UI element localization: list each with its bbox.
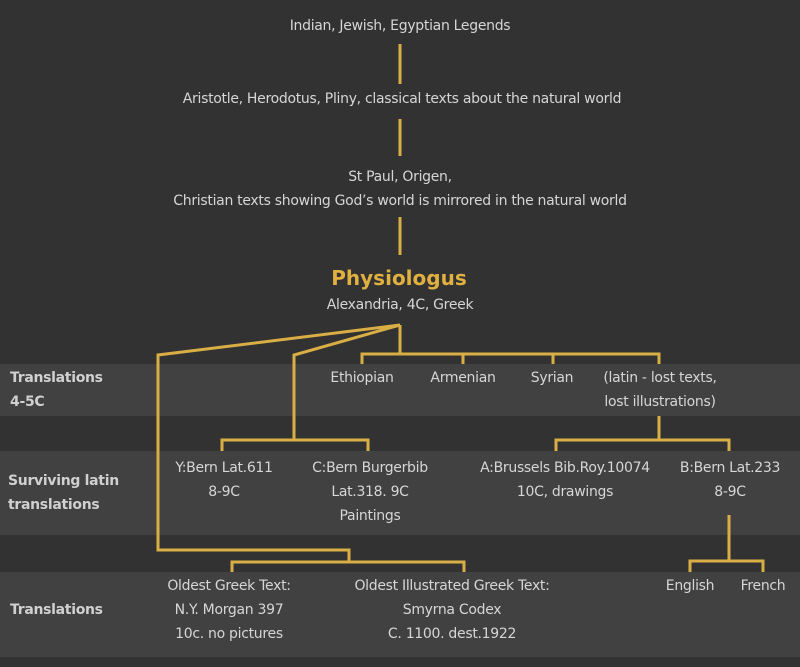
node-armenian: Armenian [430, 370, 496, 386]
node-oldest-illustrated: Oldest Illustrated Greek Text:Smyrna Cod… [354, 578, 550, 642]
node-english: English [665, 578, 715, 594]
connector [230, 560, 466, 572]
connector [360, 352, 661, 364]
node-ethiopian: Ethiopian [330, 370, 394, 386]
connector [688, 559, 765, 572]
connector [554, 438, 731, 451]
connector [220, 438, 370, 451]
node-syrian: Syrian [530, 370, 574, 386]
christian-node-line1: St Paul, Origen, [348, 169, 452, 185]
node-latin-lost: (latin - lost texts,lost illustrations) [603, 370, 717, 410]
classical-node: Aristotle, Herodotus, Pliny, classical t… [182, 91, 622, 107]
physiologus-title: Physiologus [331, 266, 467, 290]
row-label-translations: Translations [10, 602, 103, 618]
christian-node-line2: Christian texts showing God’s world is m… [173, 193, 627, 209]
node-french: French [740, 578, 786, 594]
row-band-surviving-latin [0, 451, 800, 535]
physiologus-subtitle: Alexandria, 4C, Greek [326, 297, 474, 313]
row-band-translations-4-5c [0, 364, 800, 416]
connector [292, 323, 401, 440]
row-band-translations [0, 572, 800, 657]
connector [156, 323, 401, 562]
legends-node: Indian, Jewish, Egyptian Legends [289, 18, 511, 34]
